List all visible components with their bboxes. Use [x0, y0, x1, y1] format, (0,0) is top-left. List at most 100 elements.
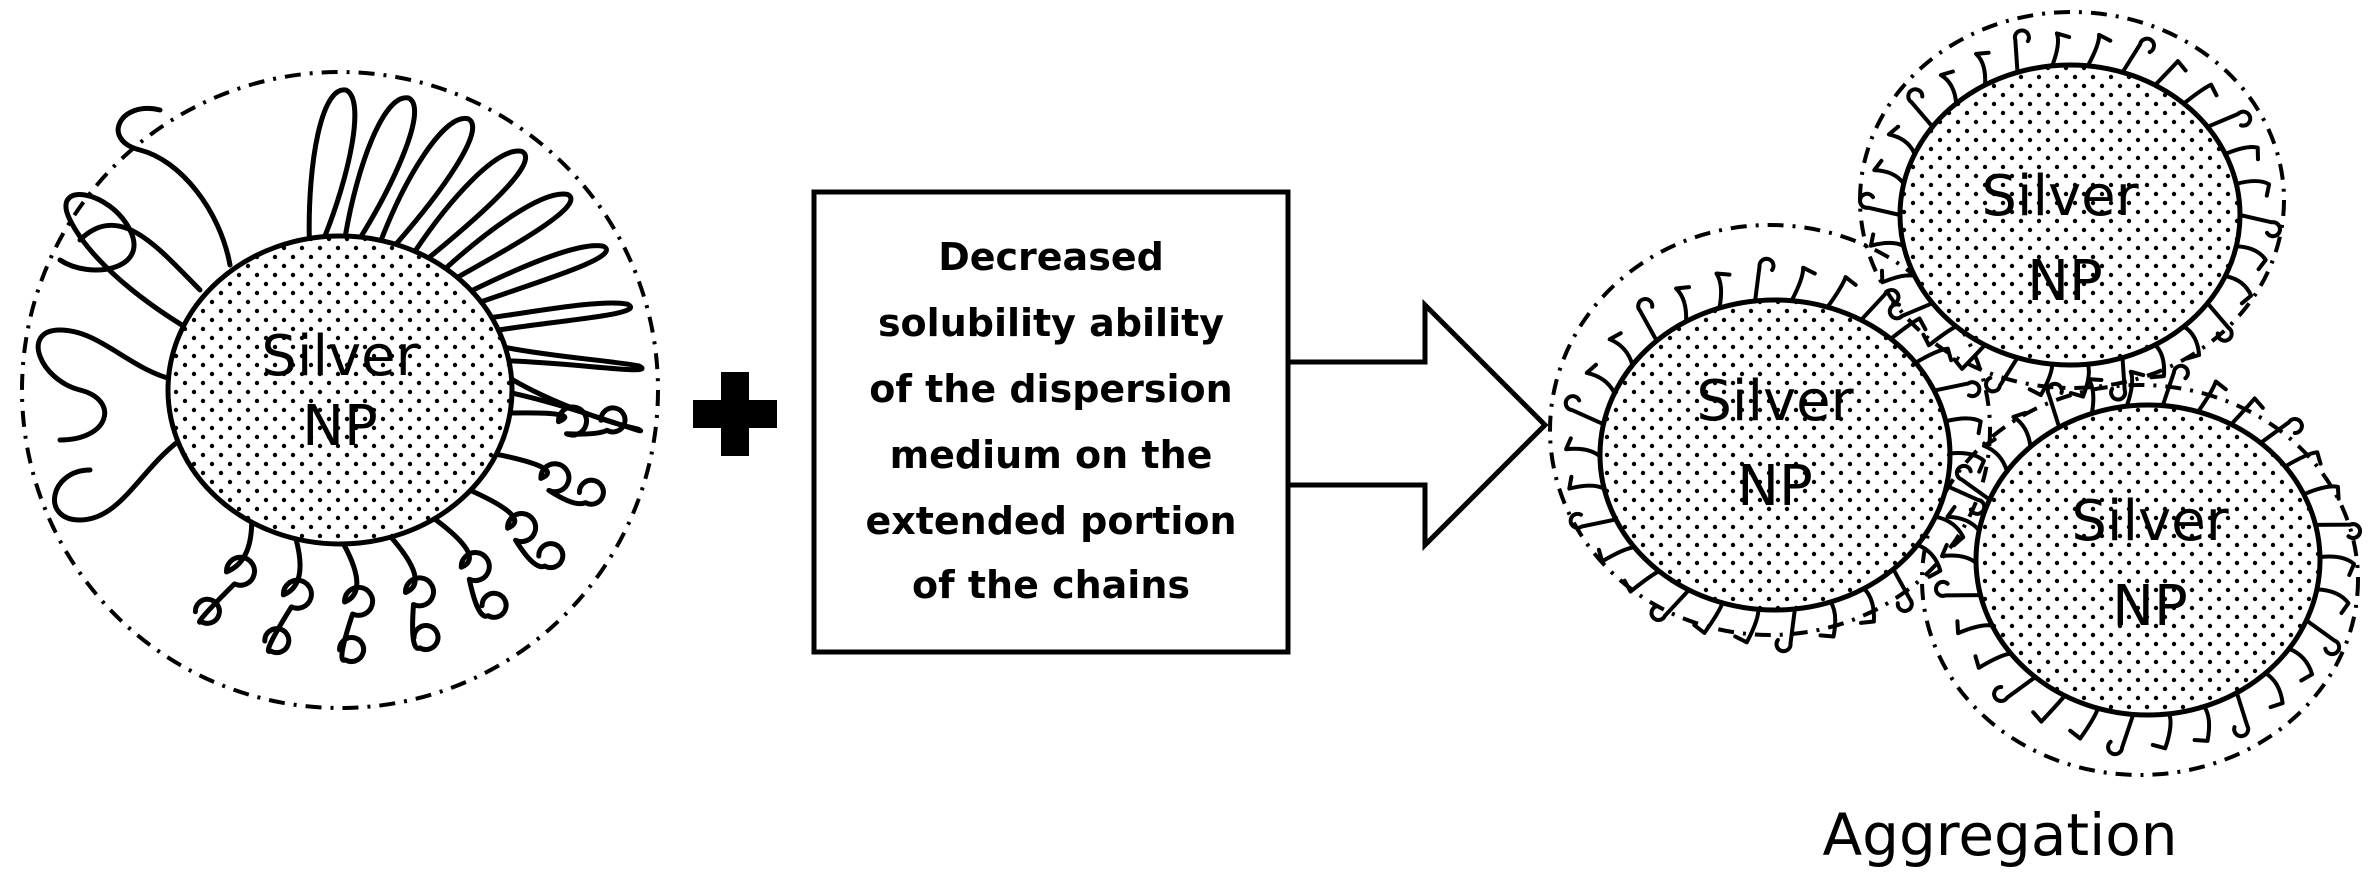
compressed-chain [1984, 355, 2020, 394]
compressed-chain [2287, 646, 2315, 683]
compressed-chain [2232, 690, 2251, 739]
compressed-chain [2012, 28, 2031, 75]
silver-core-label-line2: NP [302, 394, 378, 459]
extended-chain [412, 148, 529, 261]
extended-chain [378, 116, 476, 247]
compressed-chain [1954, 463, 1992, 502]
compressed-chain [1596, 545, 1637, 564]
curly-chain [467, 487, 566, 571]
curly-chain [192, 519, 257, 626]
coiled-chain [52, 437, 183, 523]
compressed-chain [2314, 587, 2351, 615]
curly-chain [388, 534, 441, 652]
aggregated-particles: Silver NP Silver NP Silver NP Aggregatio… [1548, 10, 2362, 869]
compressed-chain [2258, 417, 2304, 445]
compressed-chain [1872, 158, 1906, 186]
compressed-chain [1563, 394, 1606, 427]
compressed-chain [1992, 675, 2038, 703]
compressed-chain [2205, 109, 2253, 129]
compressed-chain [2304, 618, 2342, 657]
compressed-chain [1887, 301, 1935, 321]
silver-core-left [1597, 297, 1953, 613]
compressed-chain [2234, 179, 2272, 198]
curly-chain [493, 451, 606, 507]
stabilized-silver-particle: Silver NP [20, 70, 660, 710]
silver-core-left-label-line2: NP [1737, 454, 1813, 519]
silver-core-bottom-label-line1: Silver [2071, 489, 2229, 554]
compressed-chain [1973, 651, 2013, 670]
compressed-chain [1789, 265, 1817, 303]
compressed-chain [1636, 297, 1659, 343]
compressed-chain [2086, 377, 2104, 416]
compressed-chain [1932, 380, 1982, 399]
compressed-chain [2045, 381, 2064, 430]
extended-chain [469, 243, 609, 305]
compressed-chain [1891, 567, 1914, 613]
curly-chain [431, 516, 509, 620]
right-arrow-icon [1285, 298, 1549, 552]
compressed-chain [1818, 600, 1838, 639]
compressed-chain [2283, 450, 2323, 469]
compressed-chain [2318, 554, 2356, 577]
compressed-chain [1733, 607, 1761, 645]
compressed-chain [1934, 579, 1983, 598]
extended-chain [306, 87, 358, 241]
coiled-chain [115, 105, 233, 268]
compressed-chain [1915, 542, 1943, 579]
compressed-chain [2196, 379, 2228, 414]
extended-chain [342, 95, 418, 240]
compressed-chain [1825, 275, 1858, 310]
curly-chain [507, 404, 628, 438]
silver-core-top [1897, 62, 2243, 368]
compressed-chain [1974, 50, 1991, 88]
solvation-shell-top [1858, 10, 2286, 390]
compressed-chain [1943, 416, 1983, 436]
condition-line-1: Decreased [938, 235, 1164, 279]
solvation-shell [20, 70, 660, 710]
compressed-chain [2223, 145, 2260, 162]
compressed-chain [2120, 36, 2156, 75]
coiled-chain [77, 222, 203, 293]
compressed-chain [2263, 671, 2285, 710]
condition-line-4: medium on the [890, 433, 1213, 477]
compressed-chain [1607, 331, 1635, 368]
compressed-chain [1933, 514, 1966, 548]
compressed-chain [1858, 191, 1902, 217]
compressed-chain [2031, 693, 2067, 724]
condition-line-2: solubility ability [878, 301, 1224, 345]
coiled-chain [35, 327, 178, 443]
extended-chain [489, 300, 633, 333]
condition-box [811, 189, 1291, 655]
compressed-chain [2153, 59, 2188, 88]
compressed-chain [2205, 301, 2234, 343]
compressed-chain [1564, 436, 1602, 459]
compressed-chain [1568, 511, 1618, 530]
compressed-chain [1948, 451, 1986, 474]
polymer-chains-left [35, 87, 645, 664]
compressed-chain [1774, 607, 1797, 654]
silver-core-bottom-label-line2: NP [2112, 574, 2188, 639]
compressed-chain [2085, 32, 2113, 68]
compressed-chain [2192, 704, 2212, 743]
compressed-chain [1859, 586, 1876, 625]
compressed-chain [1859, 288, 1901, 322]
compressed-chain [2160, 363, 2190, 408]
condition-line-3: of the dispersion [869, 367, 1232, 411]
compressed-chain [1753, 256, 1776, 303]
solvation-shell-bottom [1920, 383, 2360, 777]
silver-core-top-label-line2: NP [2027, 249, 2103, 314]
curly-chain [337, 541, 376, 664]
compressed-chain [1906, 87, 1935, 129]
compressed-chain [2149, 342, 2167, 380]
extended-chain [443, 191, 574, 280]
compressed-chain [1674, 285, 1691, 324]
compressed-chain [2313, 522, 2362, 541]
compressed-chain [2223, 274, 2254, 306]
compressed-chain [1868, 232, 1906, 249]
compressed-chain [2150, 711, 2173, 751]
compressed-chain [1955, 619, 1995, 636]
coiled-chain [57, 192, 193, 333]
compressed-chain [1913, 346, 1954, 365]
curly-chain [262, 536, 314, 656]
